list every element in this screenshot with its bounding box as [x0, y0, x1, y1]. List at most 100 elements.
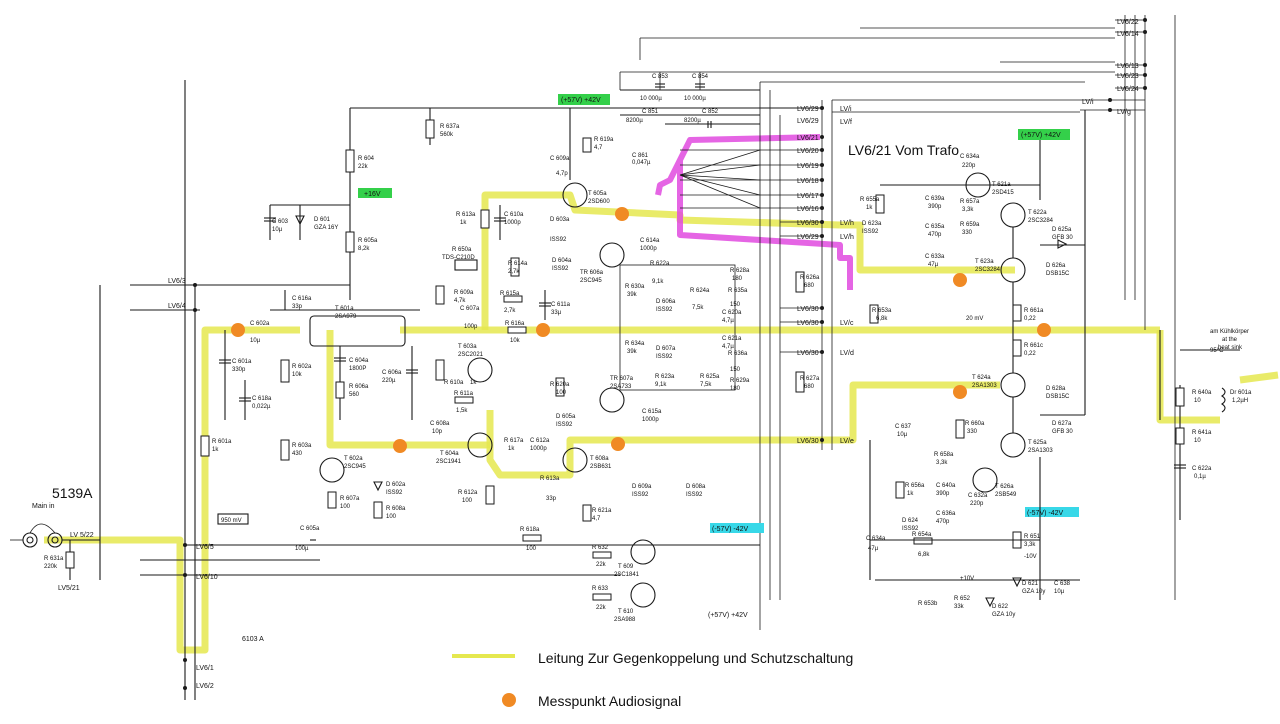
r656-value: 1k [907, 491, 914, 497]
c615-value: 1000p [642, 417, 659, 423]
t622-label: T 622a [1028, 210, 1047, 216]
t622-value: 2SC3284 [1028, 218, 1054, 224]
lv6-29b-label: LV6/29 [797, 118, 819, 125]
r655-resistor [875, 194, 885, 214]
r619-resistor [582, 137, 592, 153]
d627-value: GFB 30 [1052, 429, 1073, 435]
t601-transistor [309, 315, 406, 347]
lvi-right-label: LV/i [1082, 99, 1094, 106]
lv6-14-label: LV6/14 [1117, 31, 1139, 38]
r621-label: R 621a [592, 508, 612, 514]
v10n-label: -10V [1024, 554, 1037, 560]
c611-value: 33µ [551, 310, 562, 316]
t604-label: T 604a [440, 451, 459, 457]
legend: Leitung Zur Gegenkoppelung und Schutzsch… [452, 650, 853, 709]
r632-label: R 632 [592, 545, 609, 551]
c620-label: C 620a [722, 310, 742, 316]
d601-diode [295, 215, 305, 226]
r641-value: 10 [1194, 438, 1201, 444]
lvg-right-label: LV/g [1117, 109, 1131, 116]
t601-label: T 601a [335, 306, 354, 312]
r601-resistor [200, 435, 210, 457]
r661c-label: R 661c [1024, 343, 1043, 349]
r627-label: R 627a [800, 376, 820, 382]
pin [820, 220, 824, 224]
c620-value: 4,7µ [722, 318, 734, 324]
lv6-4-label: LV6/4 [168, 303, 186, 310]
c633-value: 47µ [928, 262, 939, 268]
lvf-label: LV/f [840, 119, 852, 126]
r626-resistor [795, 271, 805, 293]
pin [1143, 73, 1147, 77]
c605-value: 100µ [295, 546, 309, 552]
lv5-21-label: LV5/21 [58, 585, 80, 592]
r661c-value: 0,22 [1024, 351, 1036, 357]
board2-label: 6103 A [242, 636, 264, 643]
r637-resistor [425, 119, 435, 139]
c634a-label: C 634a [960, 154, 980, 160]
pin [183, 573, 187, 577]
r654-resistor [913, 537, 933, 545]
c854-value: 10 000µ [684, 96, 706, 102]
c602-label: C 602a [250, 321, 270, 327]
r614-label: R 614a [508, 261, 528, 267]
d605-value: ISS92 [556, 422, 573, 428]
lv6-24-label: LV6/24 [1117, 86, 1139, 93]
r616-label: R 616a [505, 321, 525, 327]
c614-label: C 614a [640, 238, 660, 244]
lv6-22-label: LV6/22 [1117, 19, 1139, 26]
d603-label: D 603a [550, 217, 570, 223]
c638-label: C 638 [1054, 581, 1071, 587]
main-in-label: Main in [32, 503, 55, 510]
d604-value: ISS92 [552, 266, 569, 272]
t626-label: T 626a [995, 484, 1014, 490]
r654-value: 6,8k [918, 552, 930, 558]
r604-resistor [345, 149, 355, 173]
d604-label: D 604a [552, 258, 572, 264]
r613b-label: R 613a [540, 476, 560, 482]
pin [820, 234, 824, 238]
d628-label: D 628a [1046, 386, 1066, 392]
c622-value: 0,1µ [1194, 474, 1206, 480]
d622-label: D 622 [992, 604, 1009, 610]
r657-label: R 657a [960, 199, 980, 205]
dr601-value: 1,2µH [1232, 398, 1248, 404]
lv6-5-label: LV6/5 [196, 544, 214, 551]
r658-value: 3,3k [936, 460, 948, 466]
pin [1108, 108, 1112, 112]
r603-label: R 603a [292, 443, 312, 449]
measure-point [953, 273, 967, 287]
t610-label: T 610 [618, 609, 634, 615]
dr601-inductor [1221, 387, 1226, 413]
d609-label: D 609a [632, 484, 652, 490]
lvc-label: LV/c [840, 320, 854, 327]
r620-value: 100 [556, 390, 567, 396]
r653-value: 6,8k [876, 316, 888, 322]
r652-label: R 652 [954, 596, 971, 602]
lv6-21-label: LV6/21 [797, 135, 819, 142]
r606-label: R 606a [349, 384, 369, 390]
lv6-30-label-d: LV6/30 [797, 350, 819, 357]
c640-label: C 640a [936, 483, 956, 489]
r610-pot [435, 359, 445, 381]
d621-diode [1012, 577, 1022, 588]
lve-label: LV/e [840, 438, 854, 445]
mv20-label: 20 mV [966, 316, 983, 322]
r605-resistor [345, 231, 355, 253]
t609-label: T 609 [618, 564, 634, 570]
c601-label: C 601a [232, 359, 252, 365]
lv6-30-label-e: LV6/30 [797, 438, 819, 445]
d602-label: D 602a [386, 482, 406, 488]
r635-label: R 635a [728, 288, 748, 294]
pin [820, 163, 824, 167]
c612-label: C 612a [530, 438, 550, 444]
d626-value: DSB15C [1046, 271, 1070, 277]
transformer-line-highlights [655, 134, 853, 290]
c602-value: 10µ [250, 338, 261, 344]
lvi-label: LV/i [840, 106, 852, 113]
t602-transistor [319, 457, 345, 483]
d624-value: ISS92 [902, 526, 919, 532]
c636-value: 470p [936, 519, 950, 525]
d626-label: D 626a [1046, 263, 1066, 269]
r614-value: 2,7k [508, 269, 520, 275]
